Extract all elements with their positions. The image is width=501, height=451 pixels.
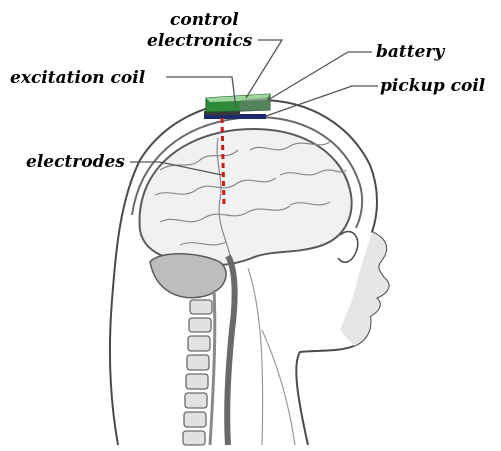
face-shading [340,232,389,346]
ear [338,231,358,262]
brain [140,129,352,265]
implant-device-icon [204,94,270,119]
label-electronics: electronics [147,32,252,50]
label-battery: battery [376,43,444,61]
brain-stem [227,256,234,445]
spine-vertebrae [183,300,212,445]
label-control: control [170,11,239,29]
label-excitation-coil: excitation coil [10,69,145,87]
label-pickup-coil: pickup coil [380,77,485,95]
label-electrodes: electrodes [26,153,125,171]
leader-battery [268,52,372,100]
